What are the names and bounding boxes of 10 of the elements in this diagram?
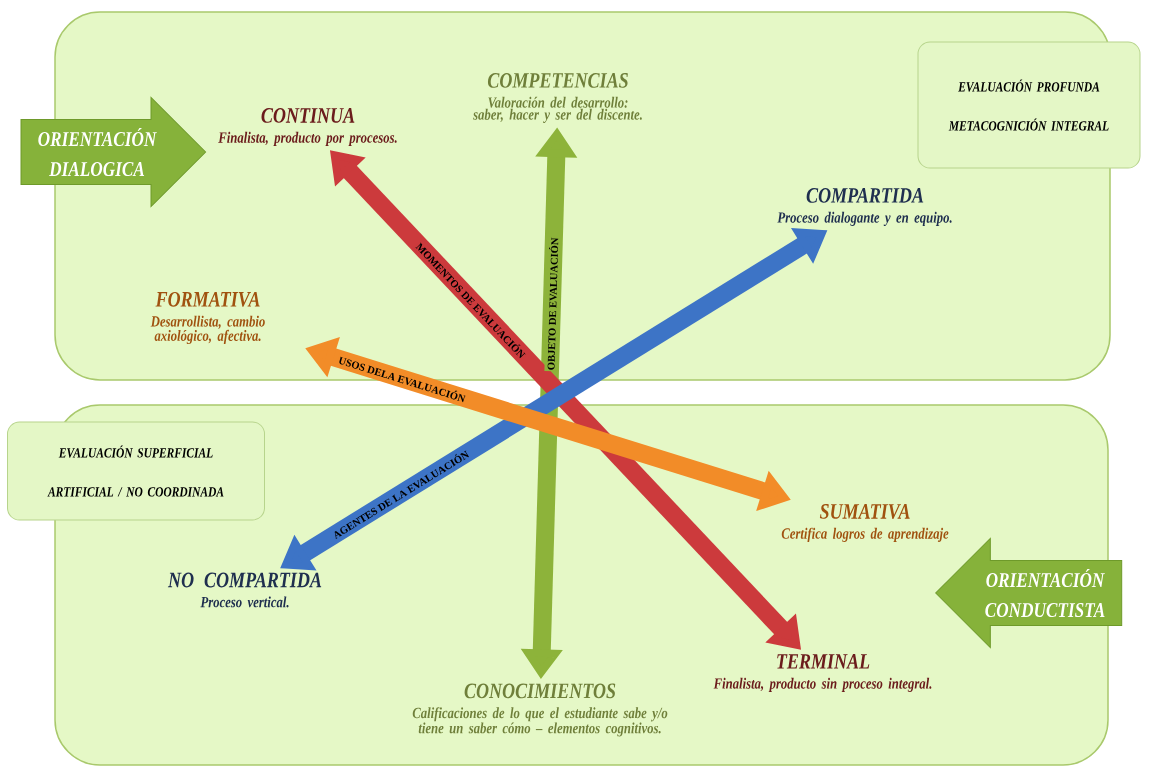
text-card: EVALUACIÓN PROFUNDA METACOGNICIÓN INTEGRAL bbox=[917, 41, 1141, 169]
term-label: COMPARTIDA Proceso dialogante y en equipo. bbox=[777, 188, 952, 226]
term-label: FORMATIVA Desarrollista, cambio axiológico, afectiva. bbox=[150, 291, 265, 345]
term-label: COMPETENCIAS Valoración del desarrollo: saber, hacer y ser del discente. bbox=[473, 73, 642, 123]
term-label: TERMINAL Finalista, producto sin proceso integral. bbox=[713, 654, 932, 692]
text-card: EVALUACIÓN SUPERFICIAL ARTIFICIAL / NO COORDINADA bbox=[7, 421, 265, 521]
edge-label: OBJETO DE EVALUACIÓN bbox=[544, 236, 560, 372]
term-label: CONOCIMIENTOS Calificaciones de lo que el estudiante sabe y/o tiene un saber cómo – elementos cognitivos. bbox=[412, 683, 668, 737]
term-label: CONTINUA Finalista, producto por procesos. bbox=[218, 108, 397, 146]
term-label: NO COMPARTIDA Proceso vertical. bbox=[167, 572, 322, 608]
